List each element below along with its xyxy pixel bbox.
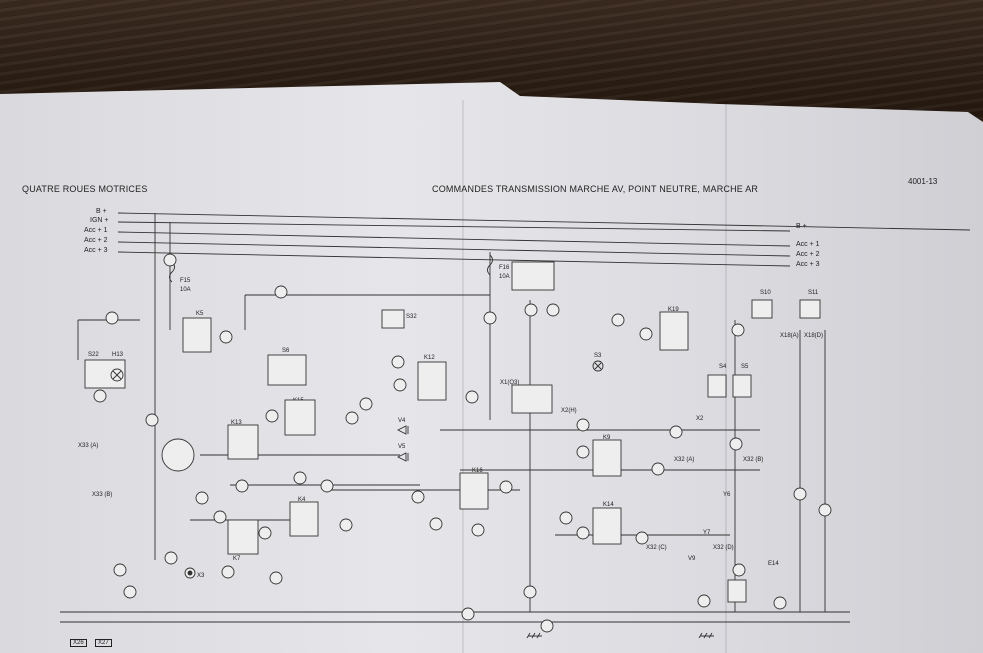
component-label: H13 bbox=[112, 352, 124, 358]
rail-label: Acc + 3 bbox=[796, 261, 820, 268]
component-label: X32 (D) bbox=[713, 545, 734, 551]
component-label: S32 bbox=[406, 314, 417, 320]
switch-box bbox=[707, 374, 727, 398]
component-label: X18(D) bbox=[804, 333, 824, 339]
relay-box bbox=[659, 311, 689, 351]
switch-box bbox=[84, 359, 126, 389]
wire bbox=[77, 319, 140, 360]
ref-tag: X27 bbox=[95, 639, 112, 647]
component-label: K5 bbox=[196, 311, 204, 317]
component-label: K9 bbox=[603, 435, 611, 441]
lamp-symbol bbox=[112, 370, 122, 380]
component-label: S6 bbox=[282, 348, 290, 354]
switch-box bbox=[799, 299, 821, 319]
fuse-label: F16 bbox=[499, 265, 510, 271]
component-label: K4 bbox=[298, 497, 306, 503]
rail-label: B + bbox=[96, 208, 107, 215]
schematic-sheet bbox=[0, 82, 983, 653]
relay-box bbox=[284, 399, 316, 436]
wire bbox=[244, 294, 490, 330]
rail-label: Acc + 2 bbox=[796, 251, 820, 258]
component-label: V4 bbox=[398, 418, 406, 424]
motor-symbol bbox=[161, 438, 195, 472]
component-label: X1(Q3) bbox=[500, 380, 520, 386]
component-label: S3 bbox=[594, 353, 602, 359]
component-label: E14 bbox=[768, 561, 779, 567]
sheet-fold bbox=[462, 100, 464, 653]
fuse-symbol bbox=[487, 254, 493, 276]
relay-box bbox=[182, 317, 212, 353]
component-label: K13 bbox=[231, 420, 242, 426]
component-label: K12 bbox=[424, 355, 435, 361]
horn-box bbox=[727, 579, 747, 603]
section-title-center: COMMANDES TRANSMISSION MARCHE AV, POINT … bbox=[432, 184, 759, 194]
component-label: S4 bbox=[719, 364, 727, 370]
component-label: X18(A) bbox=[780, 333, 799, 339]
switch-box bbox=[732, 374, 752, 398]
component-label: V9 bbox=[688, 556, 696, 562]
relay-box bbox=[592, 439, 622, 477]
rail-label: Acc + 2 bbox=[84, 237, 108, 244]
component-label: K14 bbox=[603, 502, 614, 508]
component-label: X3 bbox=[197, 573, 205, 579]
relay-box bbox=[227, 519, 259, 555]
buzzer-box bbox=[511, 261, 555, 291]
rail-label: Acc + 3 bbox=[84, 247, 108, 254]
component-label: Y6 bbox=[723, 492, 731, 498]
switch-box bbox=[751, 299, 773, 319]
component-label: X32 (C) bbox=[646, 545, 667, 551]
rail-label: IGN + bbox=[90, 217, 109, 224]
switch-box bbox=[511, 384, 553, 414]
component-label: X2(H) bbox=[561, 408, 577, 414]
relay-box bbox=[417, 361, 447, 401]
lamp-symbol bbox=[110, 368, 124, 382]
component-label: V5 bbox=[398, 444, 406, 450]
relay-box bbox=[289, 501, 319, 537]
wire-markers bbox=[93, 253, 832, 633]
relay-box bbox=[592, 507, 622, 545]
ground-symbol bbox=[698, 632, 714, 639]
rail-label: Acc + 1 bbox=[796, 241, 820, 248]
fuse-label: F15 bbox=[180, 278, 191, 284]
diode-symbol bbox=[396, 425, 409, 435]
switch-box bbox=[267, 354, 307, 386]
power-rails bbox=[117, 212, 971, 267]
relay-box bbox=[227, 424, 259, 460]
component-label: X33 (A) bbox=[78, 443, 99, 449]
lamp-symbol bbox=[592, 360, 604, 372]
fuse-rating: 10A bbox=[180, 287, 191, 293]
lamp-symbol bbox=[594, 362, 602, 370]
component-label: K7 bbox=[233, 556, 241, 562]
relay-box bbox=[459, 472, 489, 510]
component-label: S5 bbox=[741, 364, 749, 370]
wire bbox=[734, 320, 826, 612]
component-label: S10 bbox=[760, 290, 771, 296]
ref-tag: X26 bbox=[70, 639, 87, 647]
component-label: X2 bbox=[696, 416, 704, 422]
wire bbox=[330, 429, 760, 536]
switch-box bbox=[381, 309, 405, 329]
page-number: 4001-13 bbox=[908, 177, 938, 186]
fuse-rating: 10A bbox=[499, 274, 510, 280]
rail-label: Acc + 1 bbox=[84, 227, 108, 234]
ground-symbol bbox=[526, 632, 542, 639]
diode-symbol bbox=[396, 452, 409, 462]
section-title-left: QUATRE ROUES MOTRICES bbox=[22, 184, 148, 194]
component-label: Y7 bbox=[703, 530, 711, 536]
component-label: X33 (B) bbox=[92, 492, 113, 498]
component-label: X32 (A) bbox=[674, 457, 695, 463]
component-label: K19 bbox=[668, 307, 679, 313]
component-label: S22 bbox=[88, 352, 99, 358]
component-label: X32 (B) bbox=[743, 457, 764, 463]
component-label: S11 bbox=[808, 290, 819, 296]
component-label: K16 bbox=[472, 468, 483, 474]
